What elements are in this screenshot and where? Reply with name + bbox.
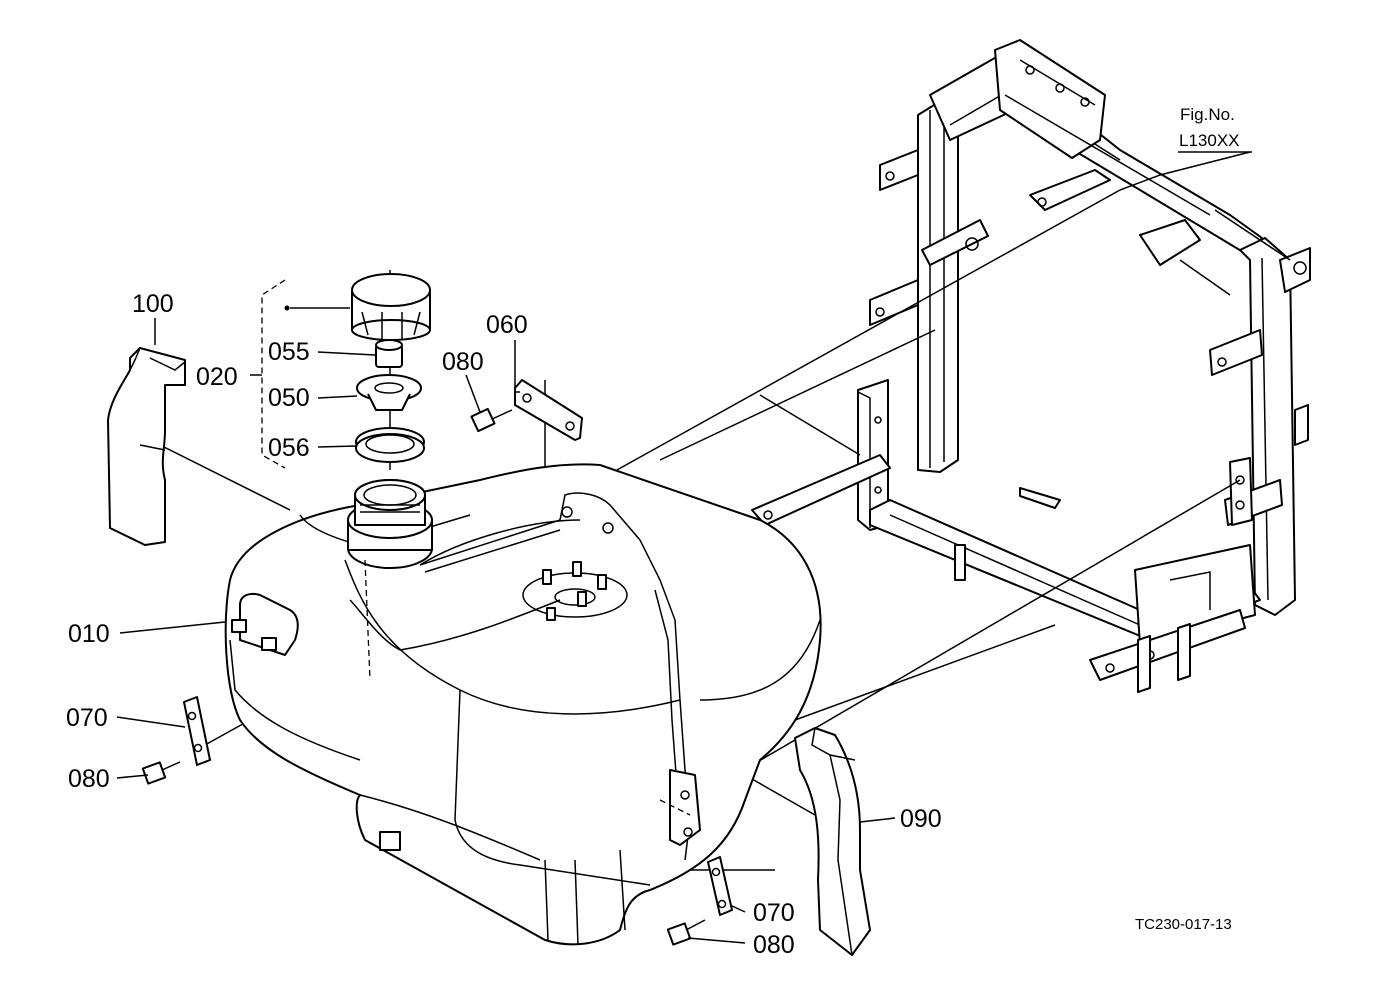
cabin-frame bbox=[751, 39, 1311, 693]
label-080-left: 080 bbox=[68, 765, 110, 793]
callout-leaders bbox=[116, 151, 1251, 944]
label-070-bottom: 070 bbox=[753, 899, 795, 927]
callout-labels: Fig.No. L130XX 100 020 055 050 056 060 0… bbox=[66, 105, 1252, 959]
label-080-bottom: 080 bbox=[753, 931, 795, 959]
label-010: 010 bbox=[68, 620, 110, 648]
ring-056 bbox=[355, 427, 425, 463]
plate-060 bbox=[514, 379, 583, 441]
fig-code-label: L130XX bbox=[1179, 131, 1240, 150]
cap-assembly bbox=[261, 273, 431, 469]
strainer-055 bbox=[375, 339, 403, 368]
fuel-cap bbox=[351, 273, 431, 341]
pad-100 bbox=[107, 347, 186, 546]
label-100: 100 bbox=[132, 290, 174, 318]
pad-090 bbox=[794, 727, 871, 956]
label-060: 060 bbox=[486, 311, 528, 339]
plate-070-left bbox=[183, 696, 211, 766]
drawing-code: TC230-017-13 bbox=[1135, 916, 1232, 933]
bolt-080-top bbox=[470, 407, 513, 433]
label-090: 090 bbox=[900, 805, 942, 833]
label-055: 055 bbox=[268, 338, 310, 366]
plate-070-bottom bbox=[707, 856, 733, 916]
fig-no-label: Fig.No. bbox=[1180, 105, 1235, 124]
label-056: 056 bbox=[268, 434, 310, 462]
label-080-top: 080 bbox=[442, 348, 484, 376]
label-070-left: 070 bbox=[66, 704, 108, 732]
bolt-080-left bbox=[141, 761, 181, 785]
bolt-080-bottom bbox=[666, 919, 706, 946]
label-020: 020 bbox=[196, 363, 238, 391]
fuel-tank bbox=[224, 463, 822, 946]
label-050: 050 bbox=[268, 384, 310, 412]
gasket-050 bbox=[356, 374, 422, 411]
